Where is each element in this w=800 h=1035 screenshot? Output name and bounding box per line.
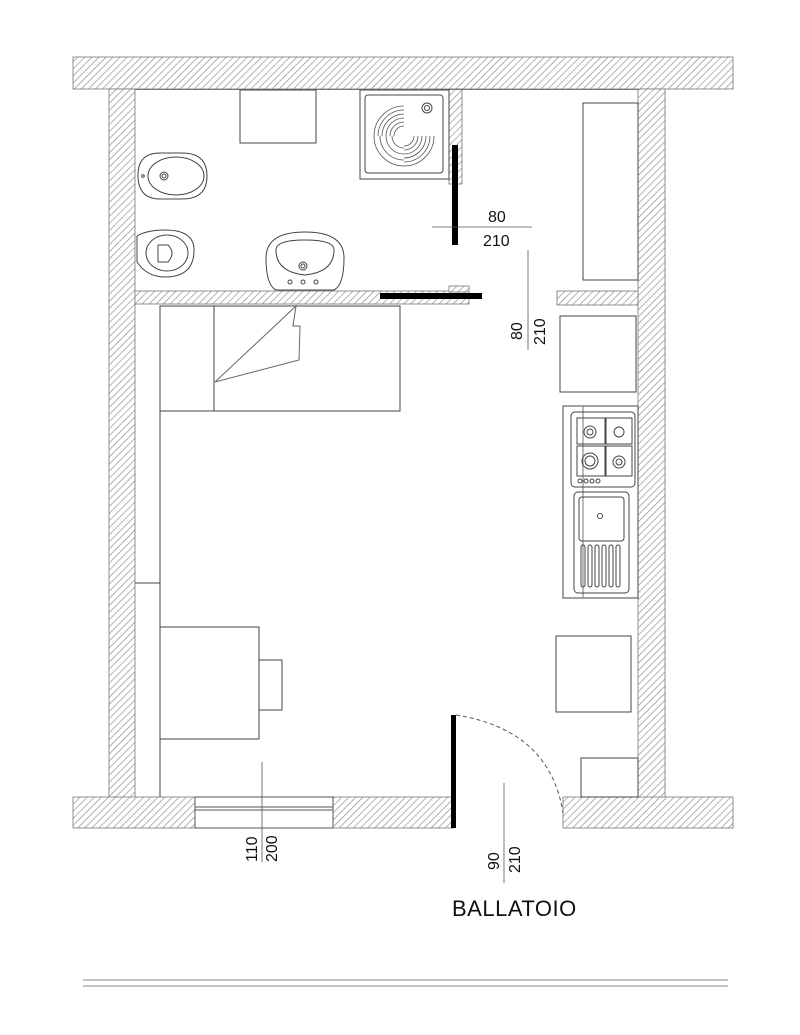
kitchen-door-height: 210 (532, 318, 549, 345)
entrance-door-height: 210 (507, 846, 524, 873)
wall-bottom-right (562, 796, 734, 829)
wall-top (72, 56, 734, 90)
wall-right (637, 88, 666, 799)
walls (72, 56, 734, 829)
small-cabinet (580, 757, 639, 798)
kitchen-door-leaf[interactable] (380, 293, 482, 299)
living-area (135, 304, 401, 797)
wall-bottom-middle (332, 796, 455, 829)
bathroom-door-height: 210 (483, 233, 510, 250)
gas-hob-icon (570, 411, 636, 488)
chair (258, 659, 283, 711)
tall-cabinet (582, 102, 639, 281)
kitchen-counter (562, 405, 639, 599)
base-unit (555, 635, 632, 713)
bathroom (136, 89, 450, 291)
entrance-door-leaf[interactable] (451, 715, 456, 828)
table (159, 626, 260, 740)
bathroom-door-leaf[interactable] (452, 145, 458, 245)
shower-tray-icon (359, 89, 450, 180)
wall-kitchen-partition (556, 290, 639, 306)
toilet-icon (136, 229, 195, 278)
wall-bottom-left (72, 796, 196, 829)
door-swing-arc (455, 714, 564, 814)
bathroom-door-width: 80 (488, 209, 506, 226)
sofa-bed (159, 304, 401, 412)
window-width: 110 (244, 836, 261, 862)
front-window (194, 796, 334, 829)
fridge (559, 315, 637, 393)
bathroom-cabinet (239, 89, 317, 144)
kitchen-door-width: 80 (509, 322, 526, 340)
entrance-door-width: 90 (486, 852, 503, 870)
washbasin-icon (265, 231, 345, 291)
wall-bathroom-partition-stub (448, 285, 470, 293)
dimension-lines (261, 226, 532, 883)
sink-icon (573, 491, 630, 594)
wall-left (108, 88, 136, 799)
kitchen (555, 102, 639, 798)
bidet-icon (137, 152, 208, 200)
entrance-door[interactable] (451, 714, 564, 828)
window-height: 200 (264, 835, 281, 862)
area-label-ballatoio: BALLATOIO (452, 896, 577, 921)
